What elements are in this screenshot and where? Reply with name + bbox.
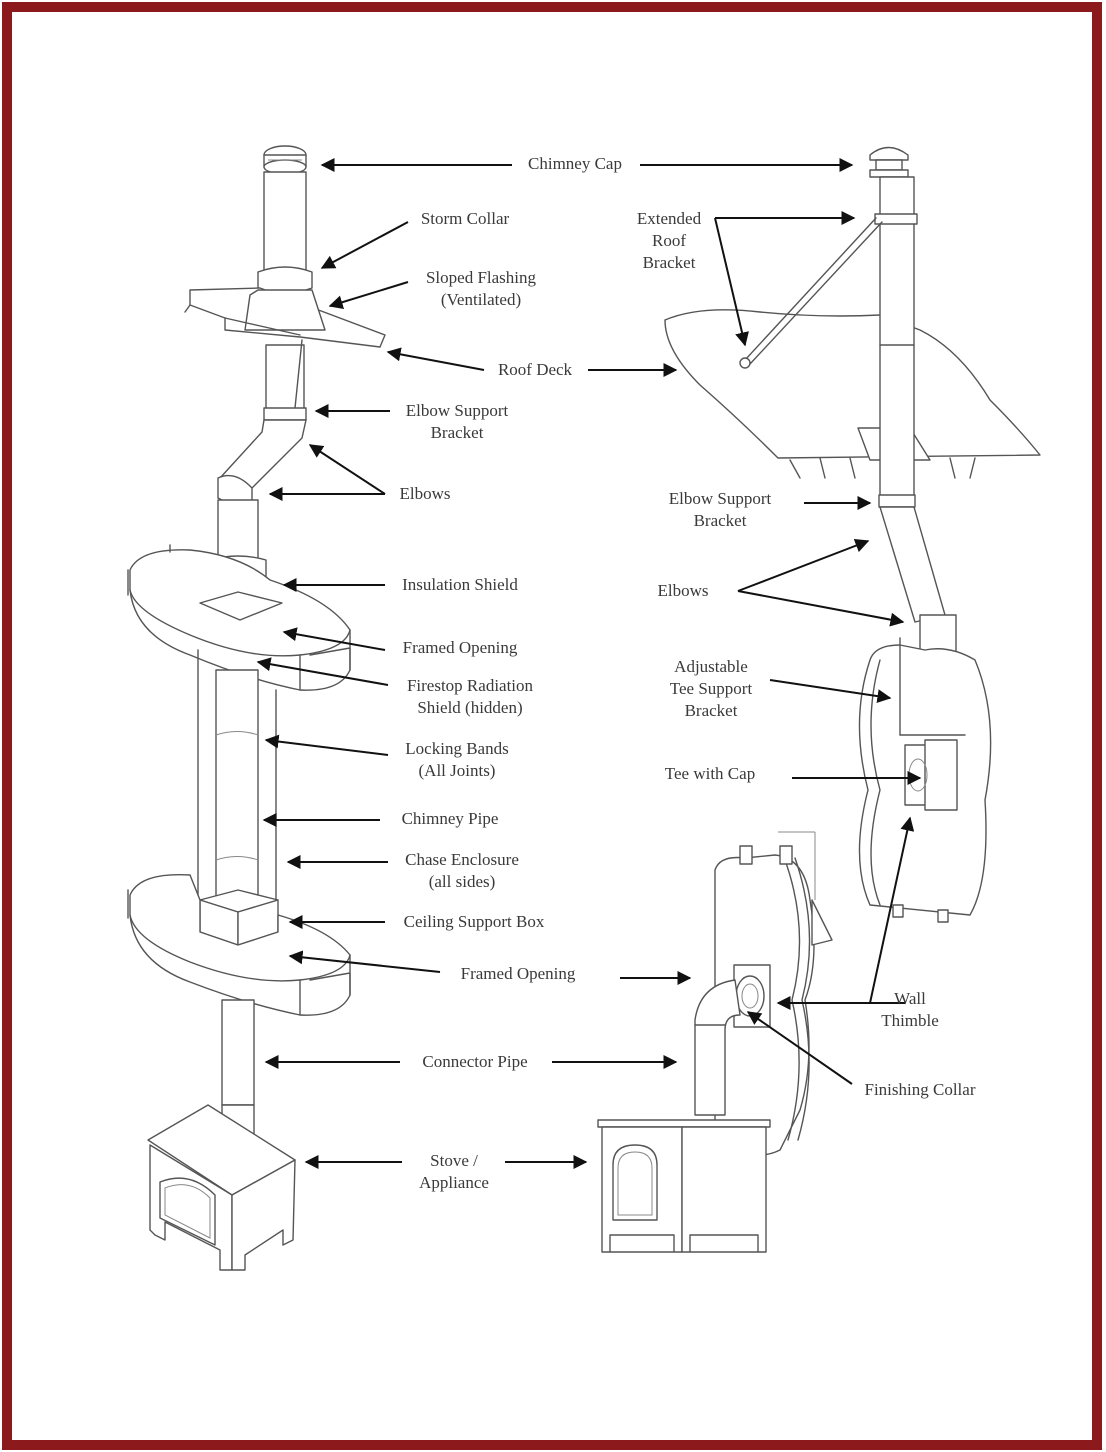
label-extended-roof-bracket: Extended Roof Bracket xyxy=(636,209,702,272)
finishing-collar-right xyxy=(735,975,765,1017)
label-ceiling-support-box: Ceiling Support Box xyxy=(403,912,545,931)
label-elbows-left: Elbows xyxy=(399,484,451,503)
label-locking-bands: Locking Bands (All Joints) xyxy=(405,739,509,780)
label-tee-with-cap: Tee with Cap xyxy=(664,764,756,783)
lower-wall-section-right xyxy=(714,831,833,1156)
upper-pipe-right xyxy=(879,176,915,508)
label-roof-deck: Roof Deck xyxy=(497,360,573,379)
label-insulation-shield: Insulation Shield xyxy=(402,575,518,594)
label-chimney-cap: Chimney Cap xyxy=(528,154,622,173)
arrow-locking-bands xyxy=(264,734,389,756)
label-sloped-flashing: Sloped Flashing (Ventilated) xyxy=(425,268,537,309)
left-chimney-illustration xyxy=(127,145,386,1271)
arrow-framed-opening-upper xyxy=(282,627,386,651)
elbow-support-bracket-right xyxy=(878,494,916,508)
extended-roof-bracket-right xyxy=(739,217,883,369)
arrow-tee-support-bracket xyxy=(769,679,892,704)
arrow-elbows-right-lower xyxy=(737,590,905,627)
label-finishing-collar: Finishing Collar xyxy=(864,1080,976,1099)
label-chase-enclosure: Chase Enclosure (all sides) xyxy=(405,850,519,891)
label-elbow-support-bracket-left: Elbow Support Bracket xyxy=(405,401,509,442)
label-framed-opening-upper: Framed Opening xyxy=(402,638,518,657)
arrow-framed-opening-lower-left xyxy=(288,950,441,973)
arrow-elbows-right-upper xyxy=(737,538,870,592)
right-chimney-illustration xyxy=(597,146,1041,1253)
chase-enclosure-left xyxy=(197,649,277,936)
label-wall-thimble: Wall Thimble xyxy=(881,989,939,1030)
label-elbow-support-bracket-right: Elbow Support Bracket xyxy=(668,489,772,530)
label-firestop-radiation-shield: Firestop Radiation Shield (hidden) xyxy=(406,676,534,717)
leader-arrows xyxy=(256,158,922,1169)
upper-wall-section-right xyxy=(858,637,992,923)
arrow-finishing-collar xyxy=(746,1011,853,1085)
upper-framed-opening-left xyxy=(127,544,351,691)
label-connector-pipe: Connector Pipe xyxy=(422,1052,528,1071)
ceiling-support-box-left xyxy=(199,889,279,946)
elbow-support-bracket-left xyxy=(263,407,307,421)
sloped-flashing-left xyxy=(184,287,386,348)
arrow-roof-deck-left xyxy=(386,347,485,371)
roof-deck-right xyxy=(664,309,1041,479)
chimney-cap-right xyxy=(869,146,909,178)
label-adjustable-tee-support-bracket: Adjustable Tee Support Bracket xyxy=(669,657,753,720)
tee-with-cap-right xyxy=(924,739,958,811)
arrow-firestop xyxy=(256,657,389,686)
arrow-sloped-flashing xyxy=(328,281,409,309)
elbow-right xyxy=(879,506,946,623)
connector-pipe-left xyxy=(221,999,255,1106)
arrow-elbows-left-upper xyxy=(308,444,386,495)
label-chimney-pipe: Chimney Pipe xyxy=(401,809,499,828)
label-storm-collar: Storm Collar xyxy=(420,209,510,228)
label-stove-appliance: Stove / Appliance xyxy=(419,1151,489,1192)
upper-pipe-left xyxy=(263,171,307,273)
arrow-storm-collar xyxy=(320,221,409,269)
stove-left xyxy=(147,1104,296,1271)
chimney-cap-left xyxy=(263,145,307,175)
stove-right xyxy=(597,1119,771,1253)
connector-pipe-right xyxy=(694,979,741,1116)
arrow-extended-roof-bracket-lower xyxy=(714,217,749,347)
label-elbows-right: Elbows xyxy=(657,581,709,600)
middle-pipe-left xyxy=(217,499,259,561)
label-framed-opening-lower: Framed Opening xyxy=(460,964,576,983)
storm-collar-left xyxy=(257,266,313,294)
